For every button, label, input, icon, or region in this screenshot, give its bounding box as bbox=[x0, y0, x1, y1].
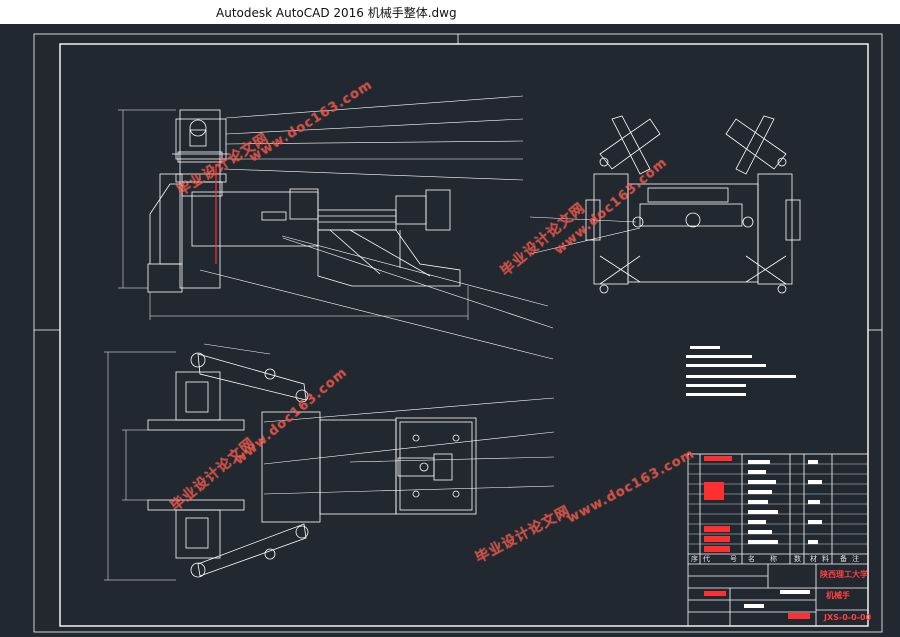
front-view bbox=[118, 95, 554, 360]
title-block-lines bbox=[687, 453, 869, 627]
window-title: Autodesk AutoCAD 2016 机械手整体.dwg bbox=[216, 6, 457, 20]
tb-school: 陕西理工大学 bbox=[820, 569, 868, 579]
drawing-canvas[interactable]: 序 代 号 名 称 数 材 料 备 注 陕西理工大学 机械手 JXS-0-0-0… bbox=[0, 24, 900, 637]
tb-header-name1: 名 bbox=[748, 554, 755, 563]
title-bar: Autodesk AutoCAD 2016 机械手整体.dwg bbox=[0, 0, 900, 24]
tb-header-code1: 代 bbox=[703, 554, 710, 563]
tb-part-name: 机械手 bbox=[826, 590, 850, 600]
top-view bbox=[104, 343, 555, 581]
inner-border bbox=[59, 43, 869, 627]
tb-header-name2: 称 bbox=[770, 554, 777, 563]
tb-header-note1: 备 bbox=[840, 554, 847, 563]
tb-header-mat1: 材 bbox=[810, 554, 817, 563]
tb-header-mat2: 料 bbox=[822, 554, 829, 563]
tb-header-qty: 数 bbox=[794, 554, 801, 563]
tb-drawing-no: JXS-0-0-00 bbox=[823, 613, 872, 622]
tech-notes bbox=[686, 346, 796, 396]
tb-header-seq: 序 bbox=[691, 554, 698, 563]
title-block-header: 序 代 号 名 称 数 材 料 备 注 bbox=[691, 554, 859, 563]
tb-header-note2: 注 bbox=[852, 554, 859, 563]
side-view bbox=[529, 115, 801, 294]
tb-header-code2: 号 bbox=[730, 555, 737, 563]
cad-drawing-icon: 序 代 号 名 称 数 材 料 备 注 陕西理工大学 机械手 JXS-0-0-0… bbox=[33, 33, 883, 633]
